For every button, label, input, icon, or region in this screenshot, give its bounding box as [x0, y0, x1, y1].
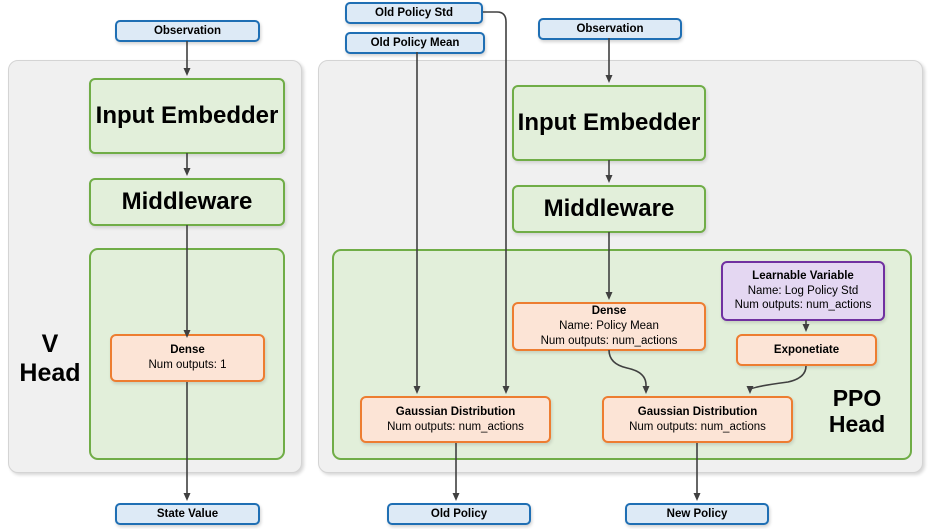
- node-title: Exponetiate: [773, 343, 840, 356]
- output-state-value[interactable]: State Value: [115, 503, 260, 525]
- v-head-middleware[interactable]: Middleware: [89, 178, 285, 226]
- input-observation-ppo-head[interactable]: Observation: [538, 18, 682, 40]
- node-subtitle-1: Name: Log Policy Std: [747, 284, 859, 297]
- node-title: Learnable Variable: [752, 269, 854, 282]
- input-observation-v-head[interactable]: Observation: [115, 20, 260, 42]
- v-head-dense[interactable]: Dense Num outputs: 1: [110, 334, 265, 382]
- node-title: Gaussian Distribution: [637, 405, 758, 418]
- ppo-head-learnable-variable[interactable]: Learnable Variable Name: Log Policy Std …: [721, 261, 885, 321]
- ppo-head-exponentiate[interactable]: Exponetiate: [736, 334, 877, 366]
- output-old-policy[interactable]: Old Policy: [387, 503, 531, 525]
- ppo-head-dense-policy-mean[interactable]: Dense Name: Policy Mean Num outputs: num…: [512, 302, 706, 351]
- node-label: Middleware: [121, 188, 253, 216]
- input-old-policy-mean[interactable]: Old Policy Mean: [345, 32, 485, 54]
- node-subtitle-1: Name: Policy Mean: [559, 320, 659, 333]
- node-title: Dense: [591, 305, 627, 318]
- node-subtitle-1: Num outputs: 1: [148, 359, 227, 371]
- node-label: Observation: [153, 24, 222, 37]
- node-label: State Value: [156, 507, 219, 520]
- node-label: Input Embedder: [95, 102, 279, 130]
- ppo-head-group-label: PPO Head: [812, 385, 902, 438]
- node-subtitle-1: Num outputs: num_actions: [387, 420, 524, 433]
- v-head-input-embedder[interactable]: Input Embedder: [89, 78, 285, 154]
- node-title: Gaussian Distribution: [395, 405, 516, 418]
- node-label: New Policy: [666, 507, 728, 520]
- ppo-head-input-embedder[interactable]: Input Embedder: [512, 85, 706, 161]
- node-label: Middleware: [543, 195, 675, 223]
- output-new-policy[interactable]: New Policy: [625, 503, 769, 525]
- node-subtitle-2: Num outputs: num_actions: [540, 334, 678, 347]
- v-head-label-line2: Head: [19, 358, 81, 387]
- v-head-label-line1: V: [41, 330, 59, 358]
- node-label: Old Policy Std: [375, 6, 453, 19]
- node-label: Old Policy: [430, 507, 488, 520]
- node-label: Observation: [576, 22, 644, 35]
- ppo-head-label-line1: PPO: [832, 385, 882, 411]
- node-label: Old Policy Mean: [370, 36, 460, 49]
- node-title: Dense: [170, 344, 205, 357]
- input-old-policy-std[interactable]: Old Policy Std: [345, 2, 483, 24]
- node-label: Input Embedder: [517, 109, 701, 137]
- ppo-head-gaussian-distribution-old[interactable]: Gaussian Distribution Num outputs: num_a…: [360, 396, 551, 443]
- node-subtitle-2: Num outputs: num_actions: [734, 299, 872, 312]
- ppo-head-gaussian-distribution-new[interactable]: Gaussian Distribution Num outputs: num_a…: [602, 396, 793, 443]
- v-head-group-label: V Head: [14, 330, 86, 388]
- ppo-head-label-line2: Head: [828, 411, 886, 438]
- node-subtitle-1: Num outputs: num_actions: [629, 420, 766, 433]
- ppo-head-middleware[interactable]: Middleware: [512, 185, 706, 233]
